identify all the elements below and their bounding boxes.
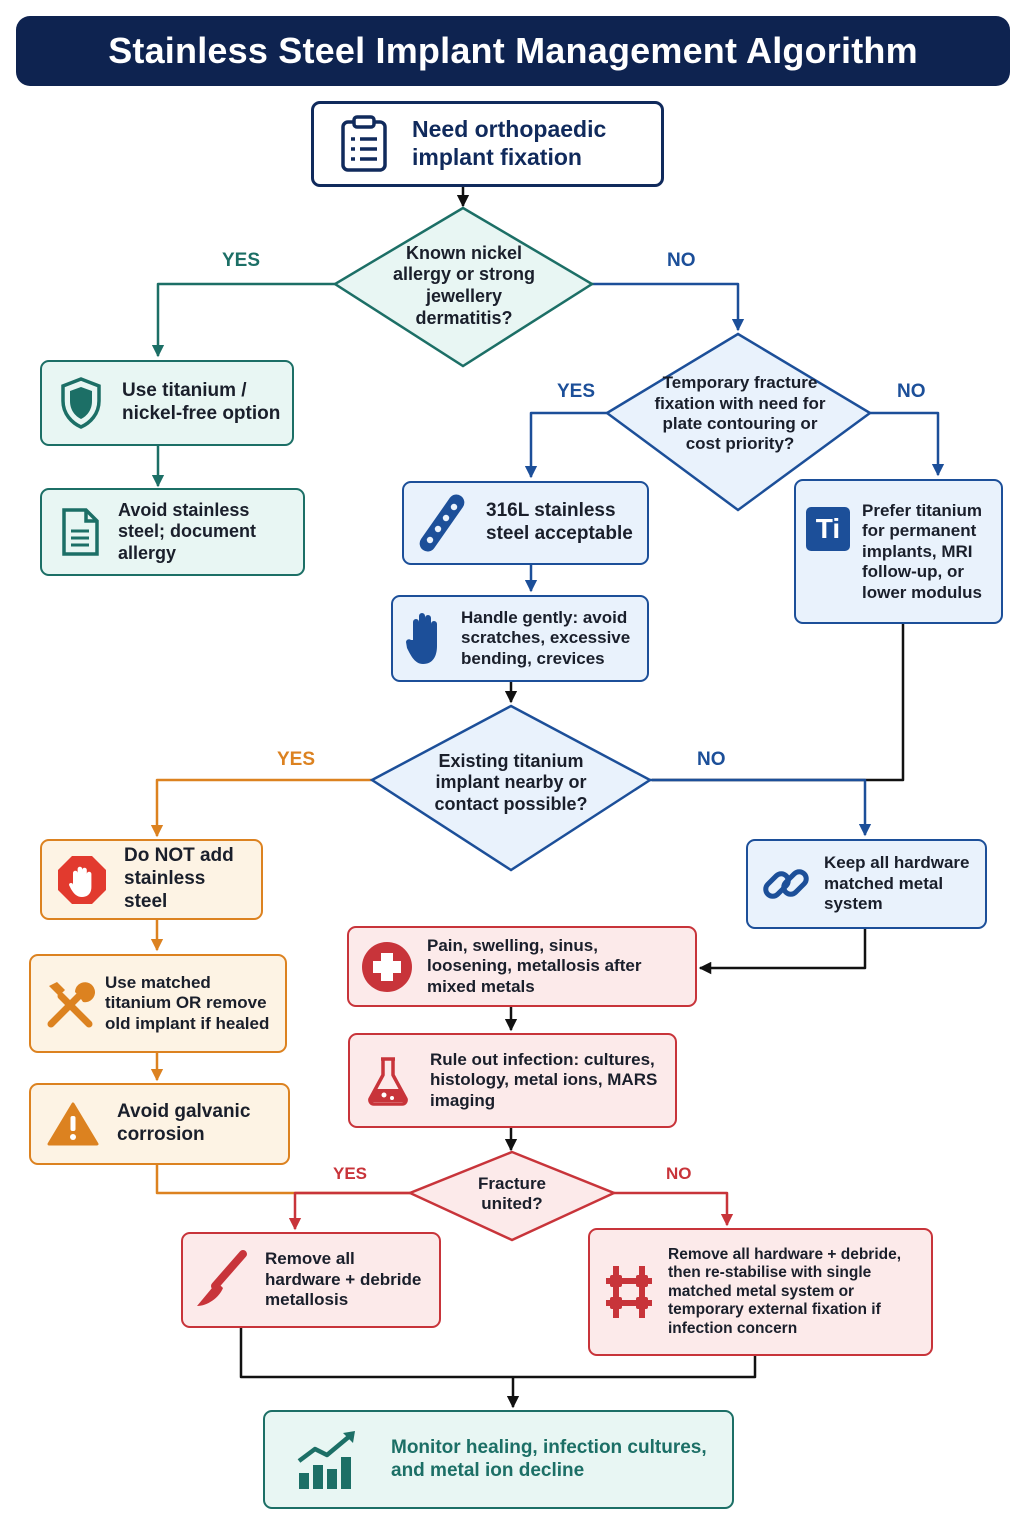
- bone-plate-icon: [416, 494, 468, 552]
- branch-label-no: NO: [897, 381, 926, 402]
- do-not-add-box: Do NOT add stainless steel: [40, 839, 263, 920]
- decision-temporary-fixation: Temporary fracture fixation with need fo…: [654, 373, 826, 454]
- decision-nickel-allergy: Known nickel allergy or strong jewellery…: [392, 242, 536, 328]
- arrow-q4-yes: [288, 1191, 410, 1231]
- line-avoid-to-q4: [155, 1165, 410, 1195]
- decision-existing-titanium: Existing titanium implant nearby or cont…: [434, 750, 588, 814]
- chain-link-icon: [762, 860, 810, 908]
- keep-matched-box: Keep all hardware matched metal system: [746, 839, 987, 929]
- branch-label-no: NO: [666, 1164, 692, 1183]
- warning-icon: [47, 1101, 99, 1147]
- arrow-q4-no: [614, 1191, 734, 1227]
- page-title: Stainless Steel Implant Management Algor…: [108, 30, 918, 71]
- scalpel-icon: [193, 1250, 247, 1310]
- branch-label-no: NO: [667, 250, 696, 271]
- use-matched-box: Use matched titanium OR remove old impla…: [29, 954, 287, 1053]
- avoid-stainless-box: Avoid stainless steel; document allergy: [40, 488, 305, 576]
- line-merge-to-monitor: [239, 1328, 757, 1379]
- arrow-q3-no: [650, 778, 872, 837]
- arrow-q2-yes: [524, 411, 607, 479]
- medical-cross-icon: [361, 941, 413, 993]
- titanium-element-icon: Ti: [806, 507, 850, 551]
- start-box: Need orthopaedic implant fixation: [311, 101, 664, 187]
- restabilise-box: Remove all hardware + debride, then re-s…: [588, 1228, 933, 1356]
- arrow-q1-yes: [151, 282, 335, 358]
- steel-acceptable-box: 316L stainless steel acceptable: [402, 481, 649, 565]
- decision-diamond-temporary: [604, 332, 873, 512]
- title-bar: Stainless Steel Implant Management Algor…: [16, 16, 1010, 86]
- monitor-box: Monitor healing, infection cultures, and…: [263, 1410, 734, 1509]
- stop-hand-icon: [56, 854, 108, 906]
- tools-icon: [45, 978, 95, 1030]
- flask-icon: [366, 1055, 410, 1107]
- document-icon: [60, 507, 100, 557]
- decision-diamond-united: [406, 1150, 618, 1242]
- decision-fracture-united: Fracture united?: [477, 1173, 547, 1213]
- decision-diamond-nickel: [332, 206, 595, 368]
- shield-icon: [60, 377, 102, 429]
- arrow-q1-no: [592, 282, 745, 332]
- glove-icon: [405, 610, 447, 668]
- branch-label-yes: YES: [333, 1164, 368, 1183]
- decision-diamond-existing: [369, 704, 653, 872]
- prefer-titanium-box: Ti Prefer titanium for permanent implant…: [794, 479, 1003, 624]
- branch-label-yes: YES: [557, 381, 596, 402]
- branch-label-yes: YES: [222, 250, 261, 271]
- line-prefer-ti-merge: [652, 624, 905, 782]
- arrow-keep-to-pain: [698, 929, 867, 975]
- arrow-q2-no: [870, 411, 945, 477]
- clipboard-icon: [340, 115, 388, 173]
- rule-out-infection-box: Rule out infection: cultures, histology,…: [348, 1033, 677, 1128]
- handle-gently-box: Handle gently: avoid scratches, excessiv…: [391, 595, 649, 682]
- growth-chart-icon: [295, 1429, 361, 1491]
- remove-hardware-box: Remove all hardware + debride metallosis: [181, 1232, 441, 1328]
- avoid-galvanic-box: Avoid galvanic corrosion: [29, 1083, 290, 1165]
- external-fixator-icon: [604, 1264, 654, 1320]
- arrow-q3-yes: [150, 778, 372, 838]
- pain-swelling-box: Pain, swelling, sinus, loosening, metall…: [347, 926, 697, 1007]
- use-titanium-box: Use titanium / nickel-free option: [40, 360, 294, 446]
- branch-label-no: NO: [697, 749, 726, 770]
- branch-label-yes: YES: [277, 749, 316, 770]
